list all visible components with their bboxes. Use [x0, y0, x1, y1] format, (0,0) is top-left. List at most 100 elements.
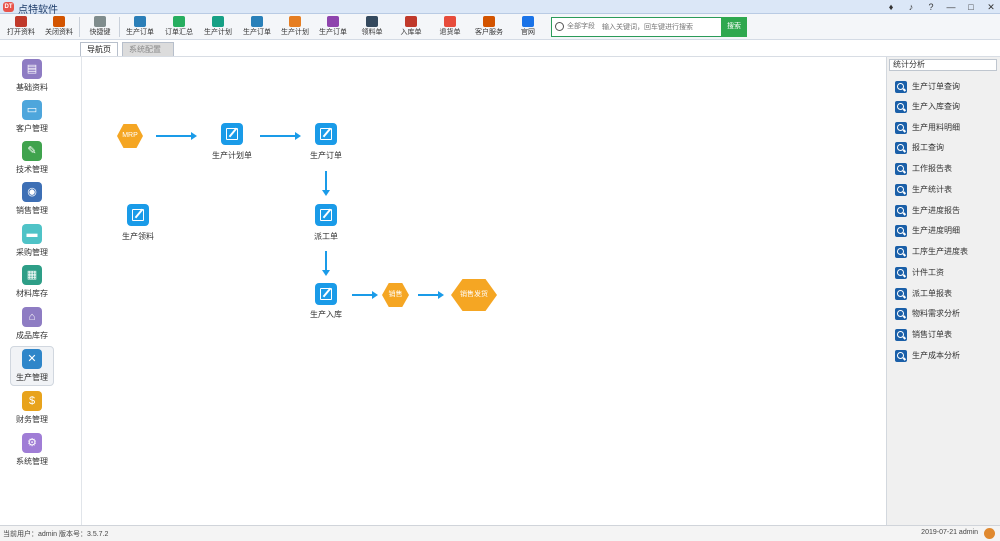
return-icon [444, 16, 456, 27]
status-user-version: 当前用户：admin 版本号：3.5.7.2 [3, 531, 109, 538]
report-link[interactable]: 生产用料明细 [895, 121, 995, 135]
flow-node-label: 派工单 [314, 232, 338, 241]
flow-node-production-order[interactable] [315, 123, 337, 145]
truck-icon: ▬ [22, 224, 42, 244]
barcode-icon [366, 16, 378, 27]
toolbar-button-return[interactable]: 退货单 [431, 16, 469, 38]
report-link[interactable]: 派工单报表 [895, 287, 995, 301]
toolbar-button-website[interactable]: 官网 [509, 16, 547, 38]
toolbar-button-close[interactable]: 关闭资料 [40, 16, 78, 38]
toolbar-button-shortcut[interactable]: 快捷键 [81, 16, 119, 38]
open-file-icon [15, 16, 27, 27]
flow-node-label: 生产领料 [122, 232, 154, 241]
stock-in-icon [405, 16, 417, 27]
sidebar-item-purchase[interactable]: ▬ 采购管理 [10, 222, 54, 262]
search-report-icon [895, 205, 907, 217]
search-report-icon [895, 246, 907, 258]
sidebar-item-sales[interactable]: ◉ 销售管理 [10, 180, 54, 220]
report-link[interactable]: 生产订单查询 [895, 80, 995, 94]
toolbar-button-order[interactable]: 生产订单 [121, 16, 159, 38]
app-logo: DT [3, 2, 14, 12]
music-icon[interactable]: ♪ [908, 2, 914, 12]
report-link[interactable]: 报工查询 [895, 141, 995, 155]
sidebar-item-production[interactable]: ✕ 生产管理 [10, 346, 54, 386]
keyboard-icon [94, 16, 106, 27]
tab-strip: 导航页 系统配置 [0, 40, 1000, 57]
toolbar-button-plan[interactable]: 生产计划 [199, 16, 237, 38]
flow-node-label: 生产订单 [310, 151, 342, 160]
flow-node-mrp[interactable]: MRP [117, 124, 143, 148]
status-bar: 当前用户：admin 版本号：3.5.7.2 2019-07-21 admin [0, 525, 1000, 541]
sidebar-item-basic-data[interactable]: ▤ 基础资料 [10, 57, 54, 97]
search-scope-select[interactable]: 全部字段 [567, 23, 595, 30]
order-icon [134, 16, 146, 27]
search-report-icon [895, 329, 907, 341]
user-avatar-icon[interactable] [984, 528, 995, 539]
edit-doc-icon [320, 128, 332, 140]
store-icon: ⌂ [22, 307, 42, 327]
search-icon [555, 22, 564, 31]
gear-icon: ⚙ [22, 433, 42, 453]
minimize-icon[interactable]: — [946, 2, 956, 12]
flow-node-production-pick[interactable] [127, 204, 149, 226]
statistics-panel-title: 统计分析 [889, 59, 997, 71]
toolbar-button-summary[interactable]: 订单汇总 [160, 16, 198, 38]
report-link[interactable]: 生产入库查询 [895, 100, 995, 114]
help-icon[interactable]: ? [928, 2, 934, 12]
toolbar-button-plan-2[interactable]: 生产计划 [276, 16, 314, 38]
search-report-icon [895, 225, 907, 237]
tab-navigation[interactable]: 导航页 [80, 42, 118, 56]
window-title: 点特软件 [18, 5, 58, 16]
flow-node-dispatch[interactable] [315, 204, 337, 226]
toolbar-button-pick[interactable]: 领料单 [353, 16, 391, 38]
maximize-icon[interactable]: □ [968, 2, 974, 12]
toolbar-button-service[interactable]: 客户服务 [470, 16, 508, 38]
plan-icon [212, 16, 224, 27]
search-report-icon [895, 142, 907, 154]
report-link[interactable]: 生产进度报告 [895, 204, 995, 218]
flow-node-sales-delivery[interactable]: 销售发货 [451, 279, 497, 311]
sidebar-item-system[interactable]: ⚙ 系统管理 [10, 431, 54, 471]
report-link[interactable]: 生产统计表 [895, 183, 995, 197]
toolbar-divider [119, 17, 120, 37]
sidebar-item-customer[interactable]: ▭ 客户管理 [10, 98, 54, 138]
customer-icon: ▭ [22, 100, 42, 120]
basic-data-icon: ▤ [22, 59, 42, 79]
toolbar-button-order-3[interactable]: 生产订单 [314, 16, 352, 38]
close-file-icon [53, 16, 65, 27]
main-toolbar: 打开资料 关闭资料 快捷键 生产订单 订单汇总 生产计划 生产订单 生产计划 生… [0, 14, 1000, 40]
skin-icon[interactable]: ♦ [888, 2, 894, 12]
plan-doc-icon [289, 16, 301, 27]
report-link[interactable]: 工序生产进度表 [895, 245, 995, 259]
module-sidebar: ▤ 基础资料 ▭ 客户管理 ✎ 技术管理 ◉ 销售管理 ▬ 采购管理 ▦ 材料库… [0, 57, 82, 525]
search-button[interactable]: 搜索 [721, 17, 747, 37]
search-report-icon [895, 350, 907, 362]
toolbar-button-order-2[interactable]: 生产订单 [238, 16, 276, 38]
edit-doc-icon [226, 128, 238, 140]
search-report-icon [895, 184, 907, 196]
flow-node-sales[interactable]: 销售 [382, 283, 409, 307]
report-link[interactable]: 物料需求分析 [895, 307, 995, 321]
close-icon[interactable]: ✕ [987, 2, 995, 12]
toolbar-button-stock-in[interactable]: 入库单 [392, 16, 430, 38]
edit-doc-icon [132, 209, 144, 221]
workflow-canvas: MRP 生产计划单 生产订单 生产领料 派工单 生产入库 销售 销售发货 [82, 57, 886, 525]
report-link[interactable]: 生产进度明细 [895, 224, 995, 238]
sidebar-item-technology[interactable]: ✎ 技术管理 [10, 139, 54, 179]
toolbar-button-open[interactable]: 打开资料 [2, 16, 40, 38]
sidebar-item-material-stock[interactable]: ▦ 材料库存 [10, 263, 54, 303]
report-link[interactable]: 销售订单表 [895, 328, 995, 342]
browser-icon [522, 16, 534, 27]
tab-system-config[interactable]: 系统配置 [122, 42, 174, 56]
search-input[interactable] [602, 20, 722, 34]
sales-icon: ◉ [22, 182, 42, 202]
sidebar-item-product-stock[interactable]: ⌂ 成品库存 [10, 305, 54, 345]
sidebar-item-finance[interactable]: $ 财务管理 [10, 389, 54, 429]
report-link[interactable]: 生产成本分析 [895, 349, 995, 363]
flow-node-label: 生产计划单 [212, 151, 252, 160]
document-icon [251, 16, 263, 27]
flow-node-production-plan[interactable] [221, 123, 243, 145]
report-link[interactable]: 工作报告表 [895, 162, 995, 176]
flow-node-production-stock-in[interactable] [315, 283, 337, 305]
report-link[interactable]: 计件工资 [895, 266, 995, 280]
